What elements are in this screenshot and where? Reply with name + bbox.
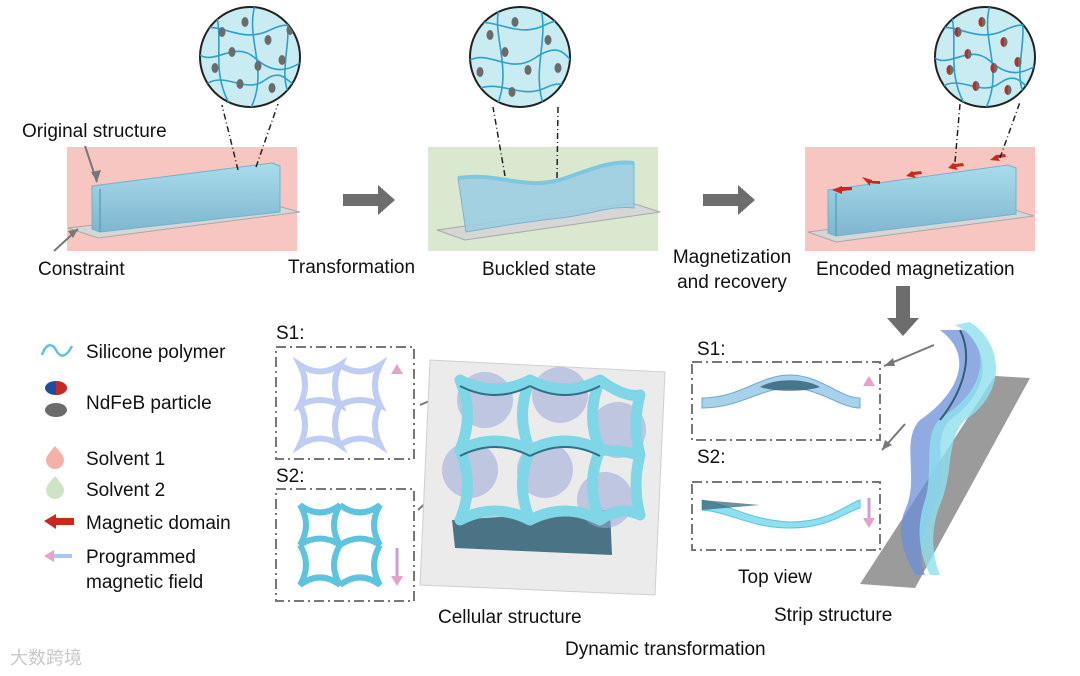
cell-s1-title: S1: bbox=[276, 323, 305, 344]
zoom-circle-2 bbox=[469, 6, 571, 108]
field-arrow-s1-cell bbox=[391, 364, 403, 405]
zoom-line-right-1 bbox=[255, 103, 279, 168]
field-arrow-s2-cell bbox=[391, 548, 403, 586]
strip-s1-title: S1: bbox=[697, 339, 726, 360]
zoom-line-left-1 bbox=[221, 104, 239, 171]
legend-ndfeb-icon bbox=[45, 381, 67, 417]
strip-s2-shape bbox=[701, 499, 861, 529]
cell-s1-structure bbox=[292, 356, 388, 454]
label-magnetization-recovery: Magnetization and recovery bbox=[672, 247, 792, 293]
strip-wavy-wall bbox=[900, 322, 997, 575]
arrow-down bbox=[887, 286, 919, 336]
arrow-transformation bbox=[343, 185, 395, 215]
field-arrow-s1-strip bbox=[863, 376, 875, 410]
label-dynamic-transformation: Dynamic transformation bbox=[565, 639, 766, 660]
cellular-lattice bbox=[442, 367, 646, 555]
cell-s2-inset bbox=[275, 488, 415, 602]
legend-silicone-polymer: Silicone polymer bbox=[86, 342, 226, 363]
legend-solvent2-icon bbox=[46, 476, 64, 499]
label-transformation: Transformation bbox=[288, 257, 416, 278]
strip-s2-inset bbox=[691, 481, 881, 551]
legend-solvent-1: Solvent 1 bbox=[86, 449, 166, 470]
legend-solvent1-icon bbox=[46, 446, 64, 469]
label-cellular-structure: Cellular structure bbox=[438, 607, 582, 628]
legend-programmed-field-icon bbox=[44, 550, 72, 562]
magnetic-domain-arrows bbox=[832, 154, 1006, 194]
cell-s2-title: S2: bbox=[276, 466, 305, 487]
label-top-view: Top view bbox=[738, 567, 812, 588]
legend-magnetic-domain: Magnetic domain bbox=[86, 513, 231, 534]
label-constraint: Constraint bbox=[38, 259, 125, 280]
legend-silicone-icon bbox=[40, 344, 74, 357]
label-encoded-magnetization: Encoded magnetization bbox=[816, 259, 1015, 280]
strip-s1-inset bbox=[691, 361, 881, 441]
encoded-wall bbox=[827, 164, 1017, 237]
legend-programmed-field: Programmed magnetic field bbox=[86, 547, 204, 593]
strip-s1-shape bbox=[701, 374, 861, 409]
label-buckled-state: Buckled state bbox=[482, 259, 597, 280]
legend-ndfeb-particle: NdFeB particle bbox=[86, 393, 212, 414]
strip-s2-title: S2: bbox=[697, 447, 726, 468]
label-original-structure: Original structure bbox=[22, 121, 167, 142]
label-strip-structure: Strip structure bbox=[774, 605, 893, 626]
original-wall bbox=[91, 162, 281, 233]
legend-solvent-2: Solvent 2 bbox=[86, 480, 166, 501]
cell-s1-inset bbox=[275, 346, 415, 460]
legend-magnetic-domain-icon bbox=[44, 514, 74, 529]
watermark: 大数跨境 bbox=[10, 648, 82, 668]
cell-s2-structure bbox=[297, 502, 383, 588]
field-arrow-s2-strip bbox=[863, 498, 875, 528]
arrow-magnetization bbox=[703, 185, 755, 215]
